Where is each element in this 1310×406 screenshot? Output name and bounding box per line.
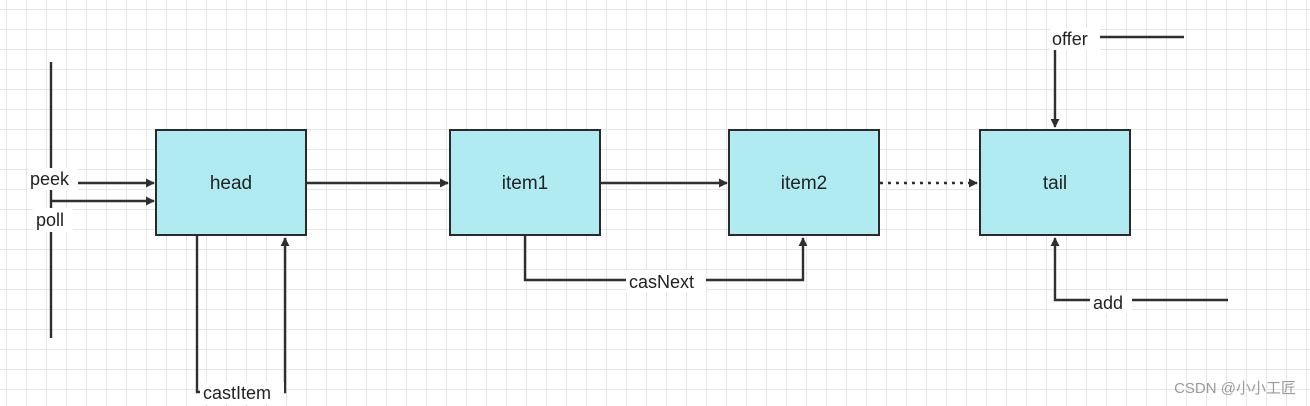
add-label: add [1093, 293, 1123, 313]
poll-label: poll [36, 210, 64, 230]
node-item1-label: item1 [502, 173, 548, 194]
node-item2: item2 [728, 129, 880, 236]
peek-label: peek [30, 169, 70, 189]
node-item2-label: item2 [781, 173, 827, 194]
cast-item-label: castItem [203, 383, 271, 403]
node-head-label: head [210, 173, 252, 194]
watermark: CSDN @小小工匠 [1174, 380, 1296, 397]
node-tail-label: tail [1043, 173, 1067, 194]
offer-label: offer [1052, 29, 1088, 49]
node-item1: item1 [449, 129, 601, 236]
offer-edge [1050, 35, 1184, 128]
cast-item-edge [195, 235, 290, 394]
add-edge [1050, 237, 1228, 302]
cas-next-label: casNext [629, 272, 694, 292]
node-head: head [155, 129, 307, 236]
node-tail: tail [979, 129, 1131, 236]
